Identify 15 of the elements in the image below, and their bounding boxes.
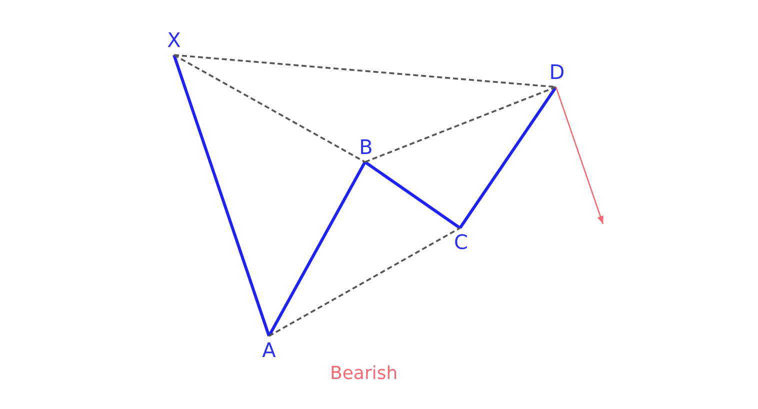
arrow (555, 86, 604, 224)
point-label: C (451, 228, 471, 252)
point-label: A (259, 336, 279, 360)
point-label: D (547, 63, 567, 87)
line (172, 54, 270, 336)
point-label: B (356, 138, 376, 162)
line (268, 161, 366, 337)
point-label: X (164, 31, 184, 55)
line (364, 160, 461, 230)
dashed-line (268, 227, 460, 337)
dashed-line (364, 86, 556, 163)
pattern-label: Bearish (330, 364, 398, 384)
line (458, 86, 558, 229)
dashed-line (174, 54, 366, 163)
dashed-line (174, 54, 556, 88)
